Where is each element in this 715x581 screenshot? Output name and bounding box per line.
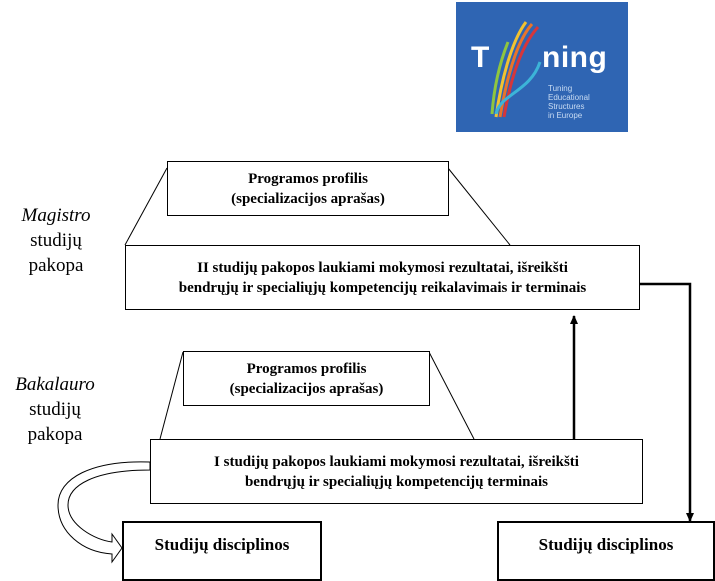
master-outcomes-box: II studijų pakopos laukiami mokymosi rez… — [125, 245, 640, 310]
logo-wordmark: ning — [542, 41, 608, 74]
bachelor-trapezoid-right — [428, 351, 475, 440]
master-trapezoid-right — [447, 167, 511, 246]
bachelor-profile-box: Programos profilis (specializacijos apra… — [183, 351, 430, 406]
master-level-label: Magistro studijų pakopa — [0, 203, 112, 278]
right-path-arrow — [640, 282, 694, 522]
master-trapezoid-left — [124, 167, 168, 246]
bachelor-level-sub2: pakopa — [27, 424, 83, 445]
master-level-sub1: studijų — [30, 230, 82, 251]
logo-tagline: Tuning Educational Structures in Europe — [548, 84, 590, 120]
master-profile-box: Programos profilis (specializacijos apra… — [167, 161, 449, 216]
tuning-swoosh-graphic — [490, 21, 542, 118]
curved-arrow — [57, 461, 151, 564]
disciplines-left-box: Studijų disciplinos — [122, 521, 322, 581]
bachelor-outcomes-box: I studijų pakopos laukiami mokymosi rezu… — [150, 439, 643, 504]
bachelor-level-label: Bakalauro studijų pakopa — [0, 372, 110, 447]
bachelor-level-sub1: studijų — [29, 399, 81, 420]
bachelor-level-title: Bakalauro — [15, 374, 95, 395]
bachelor-trapezoid-left — [159, 351, 184, 440]
tuning-logo: T ning Tuning Educational Structures in … — [456, 2, 628, 132]
logo-letter-t: T — [471, 41, 490, 74]
disciplines-right-box: Studijų disciplinos — [497, 521, 715, 581]
master-level-title: Magistro — [21, 205, 91, 226]
master-level-sub2: pakopa — [28, 255, 84, 276]
